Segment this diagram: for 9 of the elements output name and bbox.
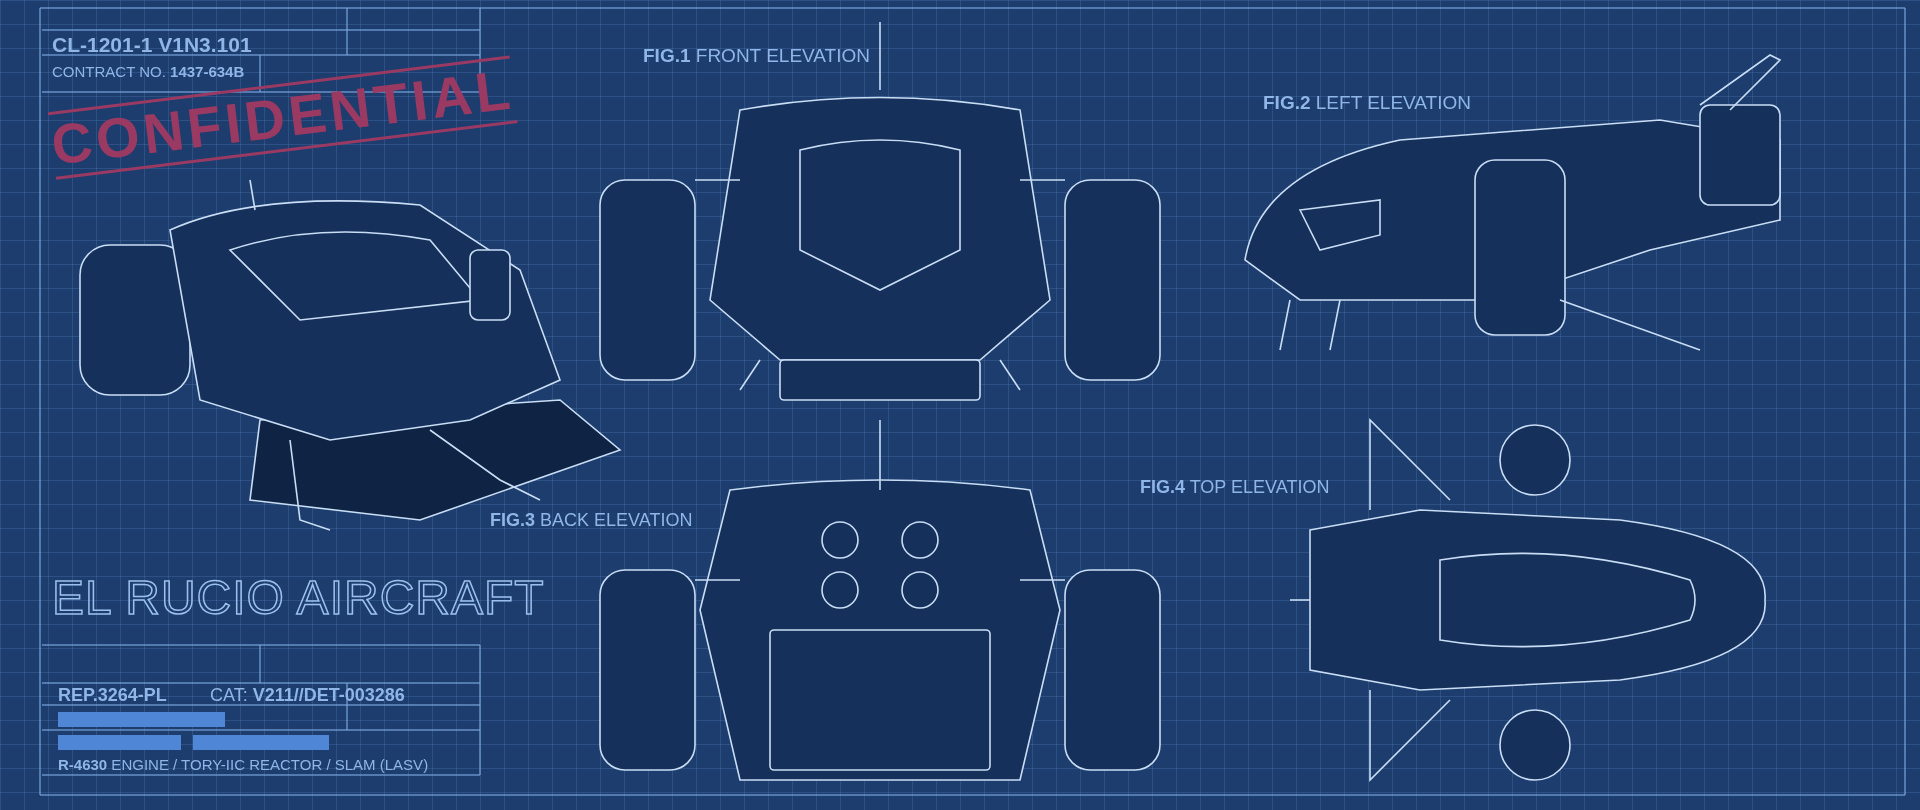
figure-caption: FIG.2 LEFT ELEVATION xyxy=(1263,93,1471,114)
figure-caption: FIG.3 BACK ELEVATION xyxy=(490,511,693,531)
aircraft-name-heading: EL RUCIO AIRCRAFT xyxy=(52,572,545,625)
figure-caption: FIG.1 FRONT ELEVATION xyxy=(643,46,870,67)
engine-specification: R-4630 ENGINE / TORY-IIC REACTOR / SLAM (LASV) xyxy=(58,757,429,774)
figure-caption: FIG.4 TOP ELEVATION xyxy=(1140,478,1330,498)
catalog-number: CAT: V211//DET-003286 xyxy=(210,686,405,706)
drawing-number: CL-1201-1 V1N3.101 xyxy=(52,33,252,57)
report-number: REP.3264-PL xyxy=(58,686,167,706)
